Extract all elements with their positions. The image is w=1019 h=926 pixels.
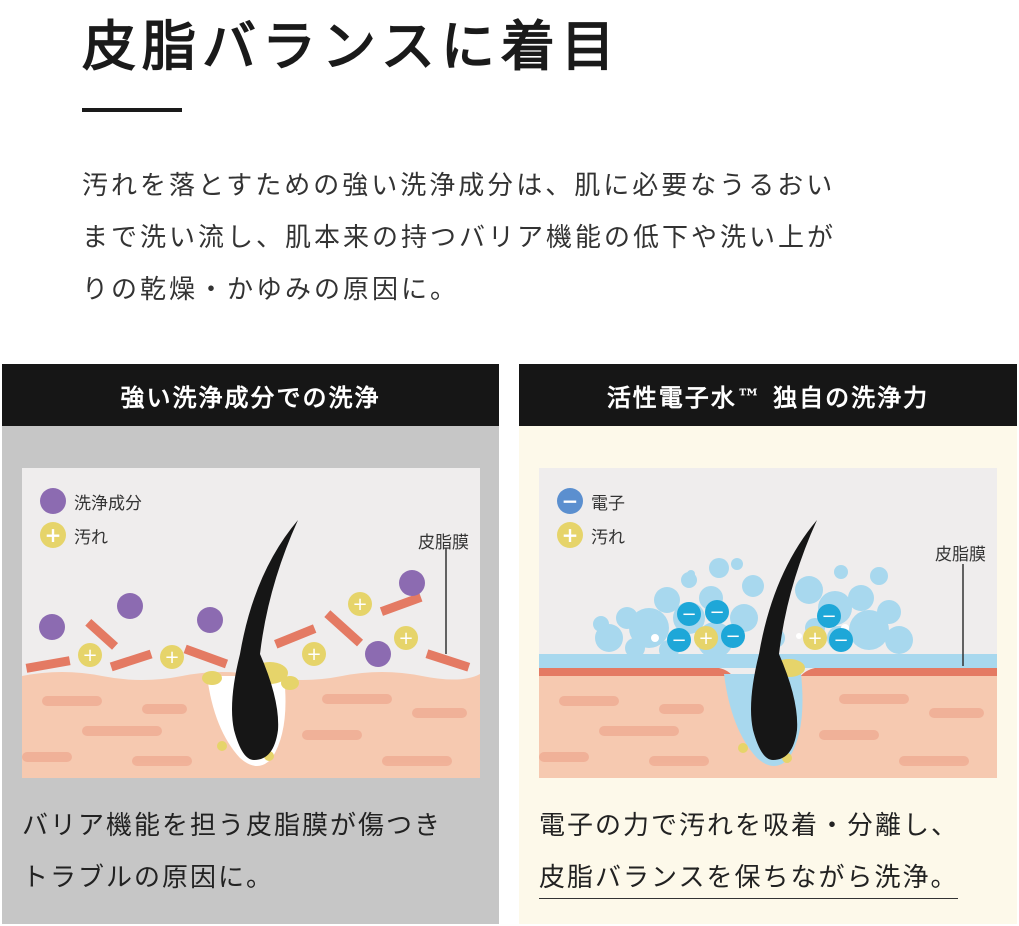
svg-text:−: − <box>833 630 848 651</box>
broken-sebum-film <box>25 593 471 673</box>
caption-line: 電子の力で汚れを吸着・分離し、 <box>539 811 960 841</box>
intro-line: りの乾燥・かゆみの原因に。 <box>82 275 460 305</box>
legend-dirt: + 汚れ <box>557 522 625 548</box>
plus-icon: + <box>40 522 66 548</box>
caption-line: バリア機能を担う皮脂膜が傷つき <box>22 811 443 841</box>
svg-text:+: + <box>398 628 413 649</box>
legend-electron: − 電子 <box>557 488 625 514</box>
circle-icon <box>40 488 66 514</box>
panel-caption: バリア機能を担う皮脂膜が傷つき トラブルの原因に。 <box>22 800 492 904</box>
svg-text:−: − <box>709 602 724 623</box>
legend-label: 汚れ <box>591 527 625 548</box>
legend-dirt: + 汚れ <box>40 522 108 548</box>
skin-diagram: − − − − + − − + − 電子 + 汚れ 皮脂膜 <box>539 468 997 778</box>
dirt-particles: + + + + + <box>78 592 418 669</box>
hair-shaft <box>751 520 817 760</box>
skin-illustration: + + + + + <box>22 520 480 778</box>
conventional-cleansing-panel: 強い洗浄成分での洗浄 <box>2 364 499 924</box>
svg-text:+: + <box>352 594 367 615</box>
dirt-blobs <box>202 662 299 761</box>
svg-text:−: − <box>671 630 686 651</box>
sebum-film <box>539 668 997 678</box>
intro-line: 汚れを落とすための強い洗浄成分は、肌に必要なうるおい <box>82 171 836 201</box>
skin-stripes <box>539 694 984 766</box>
svg-text:−: − <box>821 606 836 627</box>
svg-text:+: + <box>698 628 713 649</box>
electron-water-panel: 活性電子水™ 独自の洗浄力 <box>519 364 1017 924</box>
svg-text:−: − <box>725 626 740 647</box>
caption-line: 皮脂バランスを保ちながら洗浄。 <box>539 852 1009 904</box>
title-divider <box>82 108 182 112</box>
sebum-film-label: 皮脂膜 <box>935 545 986 565</box>
legend-cleansing-agent: 洗浄成分 <box>40 488 142 514</box>
intro-line: まで洗い流し、肌本来の持つバリア機能の低下や洗い上が <box>82 223 837 253</box>
electron-cluster-right: − − + <box>803 604 853 652</box>
cleansing-agent-particles <box>39 570 425 667</box>
caption-line: トラブルの原因に。 <box>22 863 275 893</box>
svg-text:+: + <box>306 644 321 665</box>
svg-text:+: + <box>82 645 97 666</box>
svg-text:−: − <box>681 604 696 625</box>
sebum-film-label: 皮脂膜 <box>418 533 469 553</box>
legend-label: 汚れ <box>74 527 108 548</box>
panel-caption: 電子の力で汚れを吸着・分離し、 皮脂バランスを保ちながら洗浄。 <box>539 800 1009 904</box>
hair-shaft <box>232 520 298 760</box>
legend-label: 洗浄成分 <box>74 493 142 514</box>
svg-text:+: + <box>807 628 822 649</box>
foam-bubbles <box>593 558 913 660</box>
skin-diagram: + + + + + 洗浄成分 + 汚れ 皮脂膜 <box>22 468 480 778</box>
legend-label: 電子 <box>591 493 625 514</box>
panel-header: 活性電子水™ 独自の洗浄力 <box>519 364 1017 426</box>
electron-cluster-left: − − − − + <box>667 600 745 652</box>
page-title: 皮脂バランスに着目 <box>82 14 621 78</box>
skin-illustration: − − − − + − − + <box>539 520 997 778</box>
minus-icon: − <box>557 488 583 514</box>
skin-stripes <box>22 694 467 766</box>
caption-highlight: 皮脂バランスを保ちながら洗浄。 <box>539 858 959 899</box>
svg-text:+: + <box>164 647 179 668</box>
panel-header: 強い洗浄成分での洗浄 <box>2 364 499 426</box>
intro-text: 汚れを落とすための強い洗浄成分は、肌に必要なうるおい まで洗い流し、肌本来の持つ… <box>82 160 882 316</box>
plus-icon: + <box>557 522 583 548</box>
